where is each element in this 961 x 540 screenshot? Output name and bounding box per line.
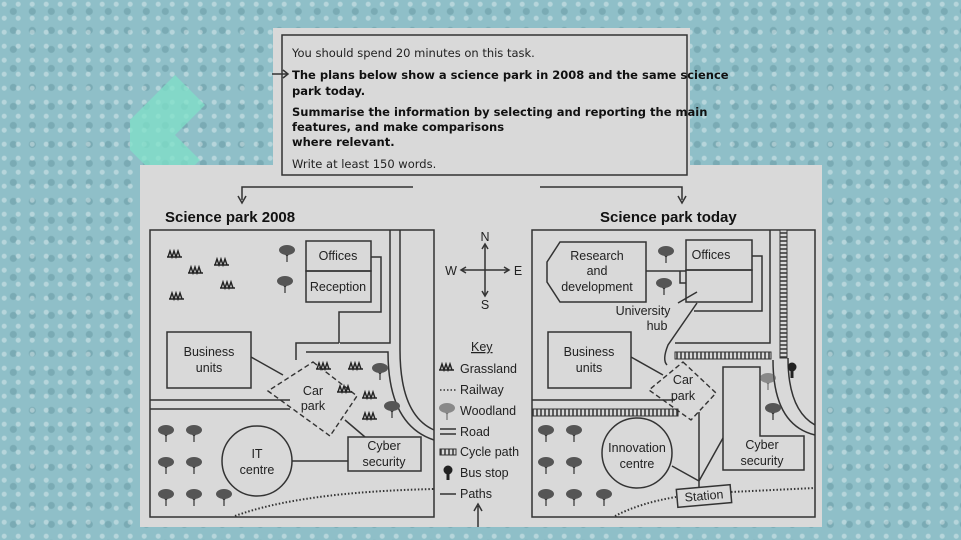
path — [646, 255, 763, 312]
cycle-path — [779, 229, 788, 359]
map-title-today: Science park today — [600, 209, 737, 226]
reception-building — [305, 270, 372, 303]
bus-stop-icon — [787, 362, 797, 378]
compass-w: W — [445, 264, 457, 278]
road — [675, 230, 771, 344]
task-word-count: Write at least 150 words. — [292, 157, 436, 171]
station-label: Station — [684, 487, 724, 504]
cyber-security — [722, 366, 805, 471]
cyber-label: Cyber — [367, 439, 400, 453]
legend: Key Grassland Railway Woodland Road Cycl… — [438, 340, 519, 527]
map-today: Science park today Research and developm… — [531, 209, 816, 518]
road — [399, 230, 435, 431]
business-units — [166, 331, 252, 389]
business-units — [547, 331, 632, 389]
task-prompt-2: park today. — [292, 84, 365, 98]
research-development — [546, 241, 647, 303]
car-park-label-2: park — [671, 389, 696, 403]
arrow-icon — [473, 502, 483, 527]
cycle-path — [531, 408, 679, 417]
compass-n: N — [480, 230, 489, 244]
task-prompt-5: where relevant. — [292, 135, 395, 149]
cyber-label-2: security — [362, 455, 406, 469]
diagram-panel — [140, 165, 822, 527]
task-box — [273, 28, 690, 180]
path — [295, 256, 382, 360]
railway — [614, 487, 816, 517]
path — [671, 412, 724, 488]
university-hub-building — [685, 269, 753, 303]
business-label: Business — [184, 345, 235, 359]
railway — [234, 488, 435, 517]
car-park-label: Car — [673, 373, 693, 387]
cyber-security — [347, 436, 422, 472]
business-label-2: units — [576, 361, 602, 375]
offices-label: Offices — [319, 249, 358, 263]
business-label-2: units — [196, 361, 222, 375]
offices-label: Offices — [692, 248, 731, 262]
innovation-label: Innovation — [608, 441, 666, 455]
cyber-label: Cyber — [745, 438, 778, 452]
cycle-path — [674, 351, 772, 360]
compass: N S W E — [445, 230, 522, 312]
arrow-icon — [540, 186, 687, 205]
road — [772, 359, 816, 436]
task-instructions: You should spend 20 minutes on this task… — [272, 46, 729, 171]
compass-e: E — [514, 264, 522, 278]
task-prompt-3: Summarise the information by selecting a… — [292, 105, 707, 119]
bus-stop-icon — [443, 465, 453, 480]
rd-label-3: development — [561, 280, 633, 294]
car-park-label: Car — [303, 384, 323, 398]
road-icon — [440, 428, 456, 435]
innovation-label-2: centre — [620, 457, 655, 471]
compass-s: S — [481, 298, 489, 312]
map-title-2008: Science park 2008 — [165, 209, 295, 226]
road — [340, 230, 391, 344]
rd-label: Research — [570, 249, 624, 263]
hub-label-2: hub — [647, 319, 668, 333]
business-label: Business — [564, 345, 615, 359]
arrow-icon — [272, 69, 290, 79]
road — [150, 399, 290, 410]
legend-paths: Paths — [460, 487, 492, 501]
task-prompt-1: The plans below show a science park in 2… — [292, 68, 729, 82]
reception-label: Reception — [310, 280, 366, 294]
station: Station — [675, 483, 733, 509]
hub-label: University — [616, 304, 672, 318]
cycle-path-icon — [439, 448, 457, 456]
legend-woodland: Woodland — [460, 404, 516, 418]
rd-label-2: and — [587, 264, 608, 278]
path — [250, 356, 366, 438]
legend-cycle-path: Cycle path — [460, 445, 519, 459]
it-label-2: centre — [240, 463, 275, 477]
task-time: You should spend 20 minutes on this task… — [291, 46, 535, 60]
legend-title: Key — [471, 340, 493, 354]
legend-railway: Railway — [460, 383, 505, 397]
cyber-label-2: security — [740, 454, 784, 468]
arrow-icon — [237, 186, 413, 205]
legend-road: Road — [460, 425, 490, 439]
legend-bus-stop: Bus stop — [460, 466, 509, 480]
legend-grassland: Grassland — [460, 362, 517, 376]
task-prompt-4: features, and make comparisons — [292, 120, 504, 134]
path — [630, 356, 664, 376]
car-park-label-2: park — [301, 399, 326, 413]
map-2008: Science park 2008 Offices Reception Busi… — [149, 209, 435, 518]
it-label: IT — [251, 447, 262, 461]
car-park — [647, 361, 717, 421]
path — [664, 302, 698, 366]
innovation-centre — [601, 417, 673, 489]
